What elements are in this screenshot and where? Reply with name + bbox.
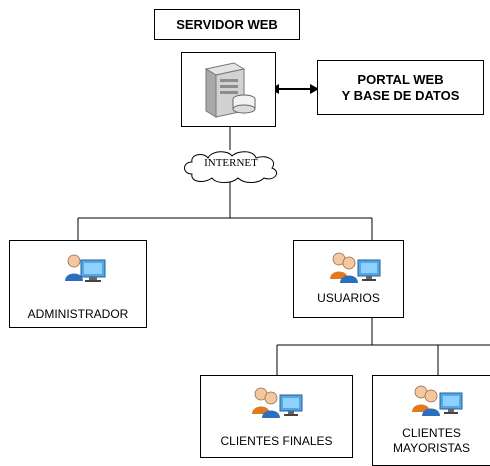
portal-label-line2: Y BASE DE DATOS	[341, 87, 460, 103]
server-icon	[204, 62, 256, 118]
final-clients-label: CLIENTES FINALES	[220, 434, 333, 448]
admin-label: ADMINISTRADOR	[27, 307, 129, 321]
wholesale-label-line1: CLIENTES	[402, 426, 461, 440]
portal-db-box: PORTAL WEB Y BASE DE DATOS	[317, 60, 484, 115]
admin-node: ADMINISTRADOR	[9, 240, 147, 328]
server-node	[181, 52, 276, 127]
final-clients-group-icon	[252, 387, 303, 418]
portal-label-line1: PORTAL WEB	[357, 71, 444, 87]
internet-cloud-icon	[184, 151, 277, 183]
wholesale-clients-label: CLIENTES MAYORISTAS	[373, 426, 490, 456]
wholesale-clients-group-icon	[412, 385, 463, 416]
admin-user-icon	[65, 254, 106, 282]
server-title-box: SERVIDOR WEB	[154, 9, 300, 40]
wholesale-clients-node: CLIENTES MAYORISTAS	[372, 375, 490, 466]
users-group-icon	[330, 252, 381, 283]
server-title: SERVIDOR WEB	[176, 17, 278, 32]
final-clients-node: CLIENTES FINALES	[200, 375, 353, 458]
internet-label: INTERNET	[204, 157, 258, 169]
wholesale-label-line2: MAYORISTAS	[393, 441, 470, 455]
users-node: USUARIOS	[293, 240, 404, 318]
users-label: USUARIOS	[317, 291, 380, 305]
